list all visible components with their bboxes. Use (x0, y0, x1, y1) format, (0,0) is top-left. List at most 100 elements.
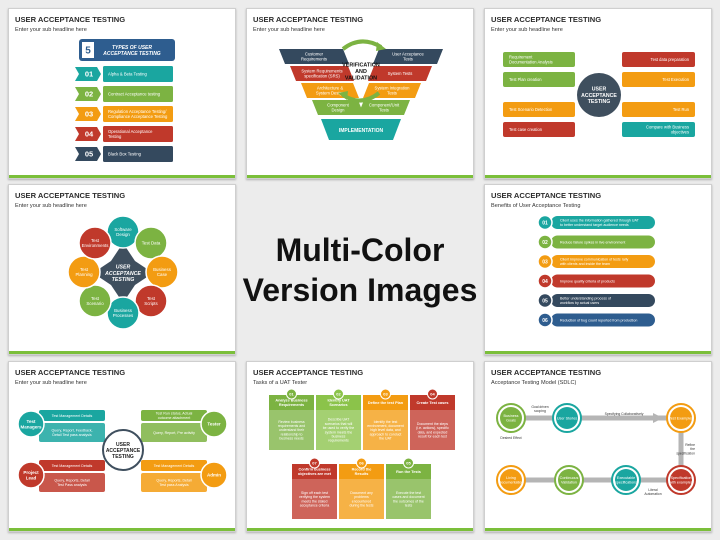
item-number: 02 (85, 90, 93, 99)
cycle-node-label: User Stories (557, 416, 577, 420)
slide-flower[interactable]: USER ACCEPTANCE TESTING Enter your sub h… (8, 184, 236, 355)
benefit-label: Reduction of bug count reported from pro… (560, 318, 637, 322)
item-number: 03 (85, 110, 93, 119)
benefit-bar (551, 274, 655, 288)
hub-left-bar (503, 102, 575, 117)
benefit-number-circle (537, 214, 553, 231)
hub-left-label: Test Plan creation (509, 77, 542, 82)
v-left-step (312, 100, 364, 115)
task-number: 04 (430, 391, 435, 396)
task-head-box (316, 395, 361, 410)
slide-roles[interactable]: USER ACCEPTANCE TESTING Enter your sub h… (8, 361, 236, 532)
slide-subtitle: Benefits of User Acceptance Testing (491, 203, 581, 209)
flower-petal (134, 284, 168, 318)
role-circle (17, 410, 45, 438)
slide-uat-hub[interactable]: USER ACCEPTANCE TESTING Enter your sub h… (484, 8, 712, 179)
role-head-box (39, 410, 105, 421)
benefit-number-circle (537, 273, 553, 289)
benefit-bar (551, 216, 655, 229)
benefit-label: Client uses the information gathered thr… (560, 219, 640, 227)
role-body-box (39, 423, 105, 442)
benefit-number: 02 (542, 240, 548, 246)
flower-petal (67, 255, 101, 289)
hub-left-bar (503, 52, 575, 67)
slide-subtitle: Tasks of a UAT Tester (253, 380, 308, 386)
slide-title: USER ACCEPTANCE TESTING (15, 15, 126, 24)
item-number-arrow (75, 87, 101, 101)
slide-sdlc[interactable]: USER ACCEPTANCE TESTING Acceptance Testi… (484, 361, 712, 532)
task-head-box (363, 395, 408, 410)
item-number: 01 (85, 70, 93, 79)
hub-right-bar (622, 122, 695, 137)
benefit-number: 01 (542, 220, 548, 226)
v-left-step (279, 49, 349, 64)
item-label-box (103, 126, 173, 142)
v-right-step (373, 49, 443, 64)
v-right-step (358, 100, 410, 115)
accent-bar (9, 175, 235, 178)
task-number-circle (403, 457, 414, 469)
task-body-box (363, 410, 408, 450)
role-name: Tester (207, 422, 220, 427)
slide-title: USER ACCEPTANCE TESTING (253, 15, 364, 24)
slide-v-model[interactable]: USER ACCEPTANCE TESTING Enter your sub h… (246, 8, 474, 179)
item-label-box (103, 106, 173, 122)
cycle-node (558, 469, 580, 491)
hub-left-label: Test Scenario Detection (509, 107, 553, 112)
v-bottom-label: IMPLEMENTATION (339, 128, 384, 134)
flower-petal (78, 284, 112, 318)
cycle-arrow-head-top (376, 42, 386, 51)
task-head: Define the test Plan (368, 401, 404, 405)
task-number-circle (356, 457, 367, 469)
slide-subtitle: Enter your sub headline here (15, 203, 87, 209)
task-head-box (339, 464, 384, 479)
cycle-node (556, 407, 578, 429)
slide-types-of-uat[interactable]: USER ACCEPTANCE TESTING Enter your sub h… (8, 8, 236, 179)
accent-bar (9, 351, 235, 354)
benefit-number-circle (537, 234, 553, 250)
item-label: Regulation Acceptance Testing/Compliance… (108, 109, 168, 119)
slide-tasks[interactable]: USER ACCEPTANCE TESTING Tasks of a UAT T… (246, 361, 474, 532)
task-body-box (292, 479, 337, 519)
role-body-box (39, 473, 105, 492)
benefit-label: Reduce failure spikes in live environmen… (560, 240, 625, 244)
accent-bar (485, 528, 711, 531)
slide-benefits[interactable]: USER ACCEPTANCE TESTING Benefits of User… (484, 184, 712, 355)
item-number-arrow (75, 147, 101, 161)
benefit-number: 03 (542, 259, 548, 265)
task-number: 07 (312, 460, 317, 465)
item-label: Black Box Testing (108, 151, 142, 156)
benefit-number-circle (537, 292, 553, 309)
role-head-box (141, 410, 207, 421)
accent-bar (247, 528, 473, 531)
task-body-box (316, 410, 361, 450)
header-number-box (82, 42, 94, 58)
benefit-bar (551, 294, 655, 307)
task-body-box (339, 479, 384, 519)
item-label: Contract Acceptance testing (108, 91, 161, 96)
flower-star (93, 243, 153, 303)
